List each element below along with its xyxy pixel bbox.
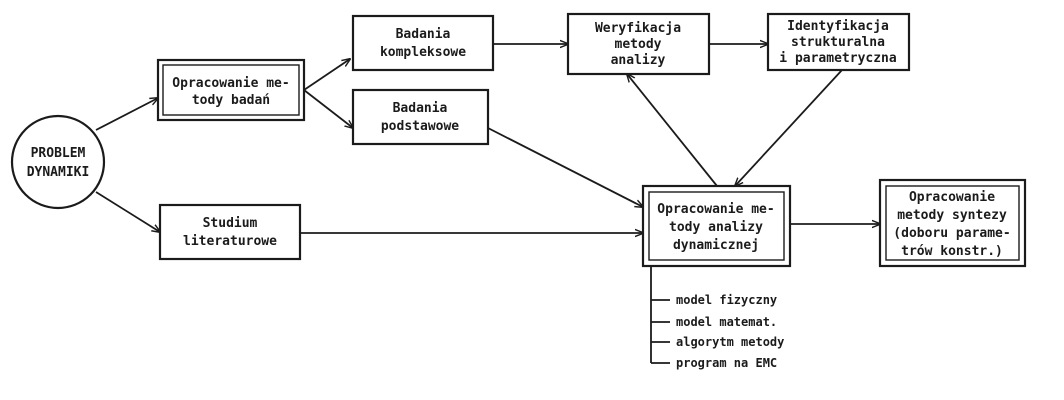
edge-identyfikacja-to-analiza [735, 69, 843, 186]
synteza-line-3: (doboru parame- [893, 226, 1010, 241]
node-identyfikacja: Identyfikacja strukturalna i parametrycz… [766, 12, 911, 72]
node-studium-literaturowe: Studium literaturowe [158, 203, 302, 261]
node-badania-kompleksowe: Badania kompleksowe [351, 14, 495, 72]
opracowanie-badan-line-2: tody badań [192, 93, 270, 108]
node-badania-podstawowe: Badania podstawowe [351, 88, 490, 146]
component-model-matemat: model matemat. [676, 315, 777, 329]
problem-line-2: DYNAMIKI [27, 165, 90, 180]
kompleksowe-line-2: kompleksowe [380, 45, 466, 60]
analiza-line-3: dynamicznej [673, 238, 759, 253]
component-algorytm-metody: algorytm metody [676, 335, 784, 349]
edge-podstawowe-to-analiza [487, 127, 643, 207]
components-list: model fizyczny model matemat. algorytm m… [676, 293, 784, 370]
connections [95, 44, 880, 364]
component-model-fizyczny: model fizyczny [676, 293, 777, 307]
components-bracket [650, 266, 670, 364]
identyfikacja-line-2: strukturalna [791, 35, 885, 50]
synteza-line-4: trów konstr.) [901, 244, 1003, 259]
analiza-line-1: Opracowanie me- [657, 202, 774, 217]
node-problem-dynamiki: PROBLEM DYNAMIKI [10, 114, 106, 210]
weryfikacja-line-2: metody [615, 37, 662, 52]
edge-analiza-to-weryfikacja [627, 74, 718, 187]
weryfikacja-line-3: analizy [611, 53, 666, 68]
component-program-na-emc: program na EMC [676, 356, 777, 370]
kompleksowe-line-1: Badania [396, 27, 451, 42]
edge-problem-to-studium [95, 191, 160, 232]
studium-line-2: literaturowe [183, 234, 277, 249]
analiza-line-2: tody analizy [669, 220, 763, 235]
edge-problem-to-opracowanie-badan [95, 98, 158, 131]
node-analiza-dynamiczna: Opracowanie me- tody analizy dynamicznej [641, 184, 792, 268]
podstawowe-line-1: Badania [393, 101, 448, 116]
edge-opracowanie-to-podstawowe [303, 89, 353, 128]
synteza-line-2: metody syntezy [897, 208, 1007, 223]
studium-line-1: Studium [203, 216, 258, 231]
identyfikacja-line-1: Identyfikacja [787, 19, 889, 34]
podstawowe-line-2: podstawowe [381, 119, 459, 134]
edge-opracowanie-to-kompleksowe [303, 59, 350, 91]
node-weryfikacja: Weryfikacja metody analizy [566, 12, 711, 76]
identyfikacja-line-3: i parametryczna [779, 51, 897, 66]
problem-line-1: PROBLEM [31, 146, 86, 161]
synteza-line-1: Opracowanie [909, 190, 995, 205]
opracowanie-badan-line-1: Opracowanie me- [172, 76, 289, 91]
weryfikacja-line-1: Weryfikacja [595, 21, 681, 36]
node-opracowanie-metody-badan: Opracowanie me- tody badań [156, 58, 306, 122]
node-synteza: Opracowanie metody syntezy (doboru param… [878, 178, 1027, 268]
